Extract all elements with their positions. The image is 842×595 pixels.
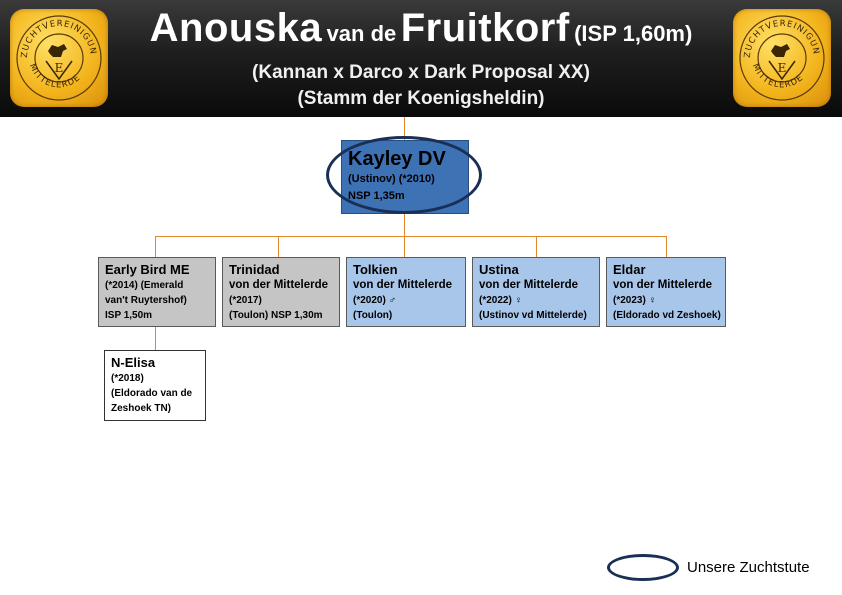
association-logo-left: ZUCHTVEREINIGUNG MITTELERDE E [10, 9, 108, 107]
title-particle: van de [326, 21, 397, 46]
offspring-line2: van't Ruytershof) [105, 295, 187, 306]
breeding-mare-highlight-ellipse [326, 136, 482, 214]
title-surname: Fruitkorf [400, 6, 570, 50]
family-line: (Stamm der Koenigsheldin) [297, 88, 545, 109]
offspring-name: Ustina [479, 262, 519, 277]
connector-n-elisa [155, 326, 156, 350]
grand-offspring-name: N-Elisa [111, 355, 156, 370]
offspring-line2: (Toulon) NSP 1,30m [229, 310, 323, 321]
legend-label: Unsere Zuchtstute [687, 559, 810, 576]
offspring-subname: von der Mittelerde [479, 279, 579, 291]
offspring-line1: (*2020) ♂ [353, 295, 397, 306]
logo-seal-icon: ZUCHTVEREINIGUNG MITTELERDE E [10, 9, 102, 101]
offspring-subname: von der Mittelerde [613, 279, 713, 291]
title-isp: (ISP 1,60m) [574, 21, 693, 46]
connector-eldar [666, 236, 667, 258]
logo-seal-icon: ZUCHTVEREINIGUNG MITTELERDE E [733, 9, 825, 101]
svg-text:E: E [778, 61, 787, 75]
connector-header-to-main [404, 117, 405, 140]
page-title: Anouska van de Fruitkorf (ISP 1,60m) [0, 6, 842, 51]
grand-offspring-box-n-elisa: N-Elisa (*2018) (Eldorado van de Zeshoek… [104, 350, 206, 421]
offspring-name: Tolkien [353, 262, 398, 277]
offspring-box-tolkien: Tolkien von der Mittelerde (*2020) ♂ (To… [346, 257, 466, 327]
grand-offspring-line1: (*2018) [111, 373, 144, 384]
offspring-line3: ISP 1,50m [105, 310, 153, 321]
title-first-name: Anouska [149, 6, 323, 50]
offspring-subname: von der Mittelerde [353, 279, 453, 291]
connector-main-down [404, 214, 405, 236]
connector-ustina [536, 236, 537, 258]
pedigree-line: (Kannan x Darco x Dark Proposal XX) [252, 62, 590, 83]
header-banner: ZUCHTVEREINIGUNG MITTELERDE E ZUCHTVEREI… [0, 0, 842, 117]
offspring-name: Early Bird ME [105, 262, 190, 277]
grand-offspring-line3: Zeshoek TN) [111, 403, 172, 414]
offspring-box-eldar: Eldar von der Mittelerde (*2023) ♀ (Eldo… [606, 257, 726, 327]
offspring-subname: von der Mittelerde [229, 279, 329, 291]
offspring-line1: (*2023) ♀ [613, 295, 657, 306]
offspring-box-trinidad: Trinidad von der Mittelerde (*2017) (Tou… [222, 257, 340, 327]
offspring-line2: (Toulon) [353, 310, 393, 321]
offspring-line1: (*2017) [229, 295, 262, 306]
connector-tolkien [404, 236, 405, 258]
offspring-box-early-bird: Early Bird ME (*2014) (Emerald van't Ruy… [98, 257, 216, 327]
connector-trinidad [278, 236, 279, 258]
connector-early-bird [155, 236, 156, 258]
association-logo-right: ZUCHTVEREINIGUNG MITTELERDE E [733, 9, 831, 107]
offspring-box-ustina: Ustina von der Mittelerde (*2022) ♀ (Ust… [472, 257, 600, 327]
offspring-line2: (Ustinov vd Mittelerde) [479, 310, 587, 321]
connector-horizontal [155, 236, 666, 237]
offspring-line1: (*2014) (Emerald [105, 280, 184, 291]
offspring-name: Eldar [613, 262, 646, 277]
offspring-name: Trinidad [229, 262, 280, 277]
offspring-line2: (Eldorado vd Zeshoek) [613, 310, 721, 321]
grand-offspring-line2: (Eldorado van de [111, 388, 193, 399]
svg-text:E: E [55, 61, 64, 75]
offspring-line1: (*2022) ♀ [479, 295, 523, 306]
legend-ellipse-icon [607, 554, 679, 581]
